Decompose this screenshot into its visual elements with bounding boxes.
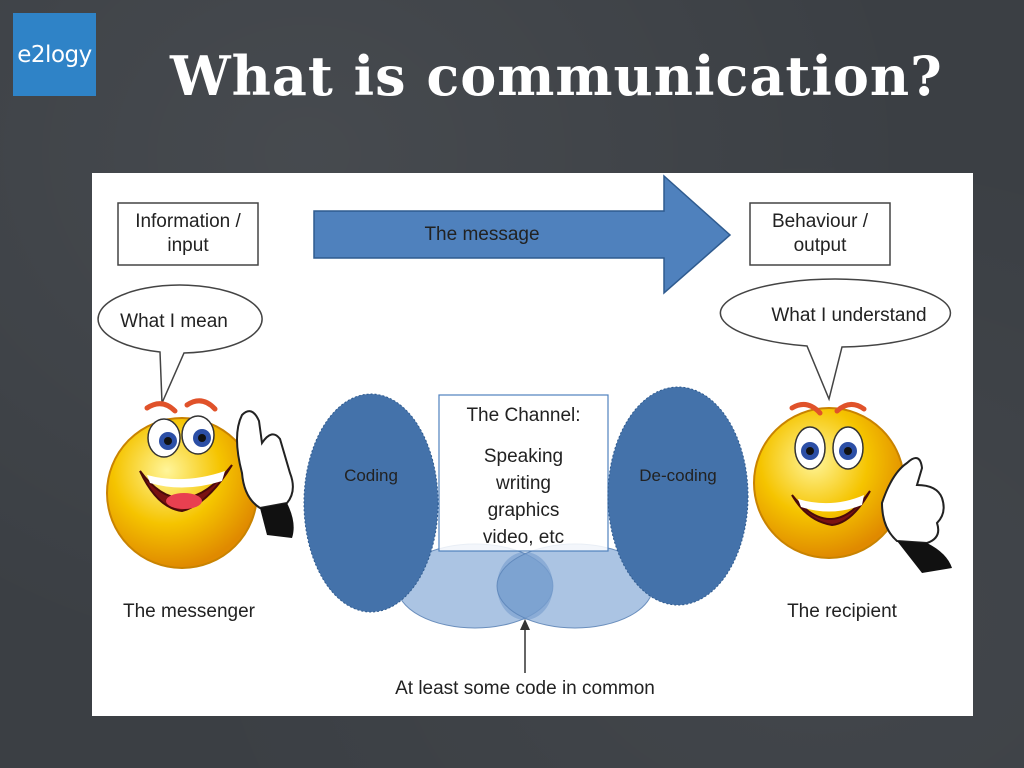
speech-bubble-right	[719, 278, 952, 402]
output-box-label: Behaviour / output	[750, 210, 890, 258]
logo-text: e2logy	[17, 41, 92, 68]
speech-bubble-left-text: What I mean	[120, 311, 228, 332]
message-arrow	[313, 174, 732, 295]
recipient-label: The recipient	[787, 601, 897, 622]
output-box-line2: output	[793, 234, 847, 256]
channel-item: writing	[496, 473, 551, 494]
recipient-smiley	[753, 401, 952, 573]
common-code-arrow	[520, 619, 530, 673]
decoding-label: De-coding	[639, 466, 717, 485]
channel-item: Speaking	[483, 446, 564, 467]
slide-title: What is communication?	[170, 44, 943, 108]
common-code-overlap	[497, 552, 553, 620]
input-box	[117, 202, 259, 266]
input-box-line2: input	[167, 234, 209, 256]
channel-items: Speaking writing graphics video, etc	[439, 443, 608, 551]
channel-item: video, etc	[482, 527, 565, 548]
channel-box	[438, 394, 609, 552]
message-arrow-label: The message	[424, 224, 540, 245]
channel-title: The Channel:	[466, 405, 581, 426]
speech-bubble-right-text: What I understand	[771, 305, 927, 326]
brand-logo: e2logy	[13, 13, 96, 96]
input-box-label: Information / input	[118, 210, 258, 258]
decoding-ellipse	[607, 386, 749, 606]
channel-item: graphics	[487, 500, 560, 521]
common-code-label: At least some code in common	[395, 678, 655, 699]
messenger-smiley	[106, 398, 294, 569]
communication-diagram: Information / input Behaviour / output T…	[92, 173, 973, 716]
speech-bubble-left	[97, 284, 263, 404]
input-box-line1: Information /	[135, 211, 241, 232]
coding-label: Coding	[344, 466, 398, 485]
messenger-label: The messenger	[122, 601, 255, 622]
output-box	[749, 202, 891, 266]
output-box-line1: Behaviour /	[771, 211, 869, 232]
diagram-canvas	[97, 174, 952, 673]
coding-ellipse	[303, 393, 439, 613]
